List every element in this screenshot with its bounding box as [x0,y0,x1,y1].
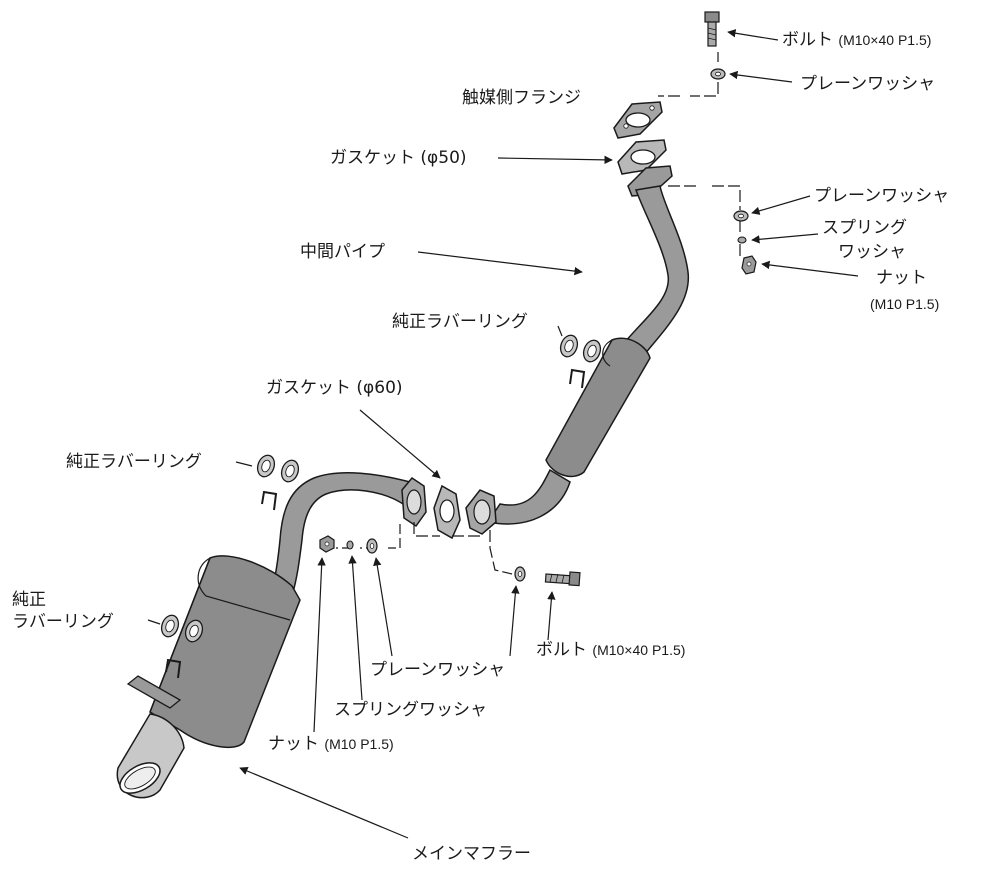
bolt-bottom-part [544,571,581,587]
catalyst-flange-part [613,101,663,139]
label-bolt-bottom-text: ボルト [536,640,587,660]
rubber-ring-muffler-part [160,614,204,643]
label-bolt-top-text: ボルト [782,30,833,50]
label-bolt-top-spec: (M10×40 P1.5) [838,32,932,48]
label-main-muffler: メインマフラー [412,844,531,864]
rubber-ring-left-part [256,454,300,483]
main-muffler-part [116,472,427,799]
label-gasket-50: ガスケット (φ50) [330,148,467,168]
label-plain-washer-bottom: プレーンワッシャ [370,660,506,680]
leader-lines [147,29,859,839]
label-mid-pipe: 中間パイプ [300,242,385,262]
mid-pipe-part [465,165,690,535]
gasket-60-part [433,484,461,540]
nut-right-part [741,255,757,275]
rubber-ring-mid-part [559,334,602,363]
label-rubber-ring-left: 純正ラバーリング [66,452,202,472]
label-spring-washer-right-line1: スプリング [822,218,907,238]
label-gasket-60: ガスケット (φ60) [266,378,403,398]
bolt-top-part [704,11,720,47]
label-spring-washer-bottom: スプリングワッシャ [334,700,487,720]
label-bolt-bottom: ボルト (M10×40 P1.5) [536,640,685,660]
label-nut-right: ナット [876,268,927,288]
label-plain-washer-top: プレーンワッシャ [800,74,936,94]
label-nut-right-spec: (M10 P1.5) [870,294,939,314]
label-rubber-ring-muffler-line2: ラバーリング [12,612,114,632]
gasket-50-part [617,139,667,175]
label-nut-bottom-spec: (M10 P1.5) [324,736,394,752]
label-spring-washer-right-line2: ワッシャ [838,242,906,262]
nut-bottom-part [319,535,335,553]
label-rubber-ring-muffler-line1: 純正 [12,590,46,610]
label-bolt-bottom-spec: (M10×40 P1.5) [592,642,686,658]
label-catalyst-flange: 触媒側フランジ [462,88,581,108]
label-nut-bottom-text: ナット [268,734,319,754]
spring-washer-right-part [737,236,747,244]
label-plain-washer-right: プレーンワッシャ [814,186,950,206]
label-bolt-top: ボルト (M10×40 P1.5) [782,30,931,50]
label-nut-bottom: ナット (M10 P1.5) [268,734,394,754]
label-rubber-ring-mid: 純正ラバーリング [392,312,528,332]
spring-washer-bottom-part [346,540,354,550]
label-nut-right-spec-text: (M10 P1.5) [870,296,940,312]
